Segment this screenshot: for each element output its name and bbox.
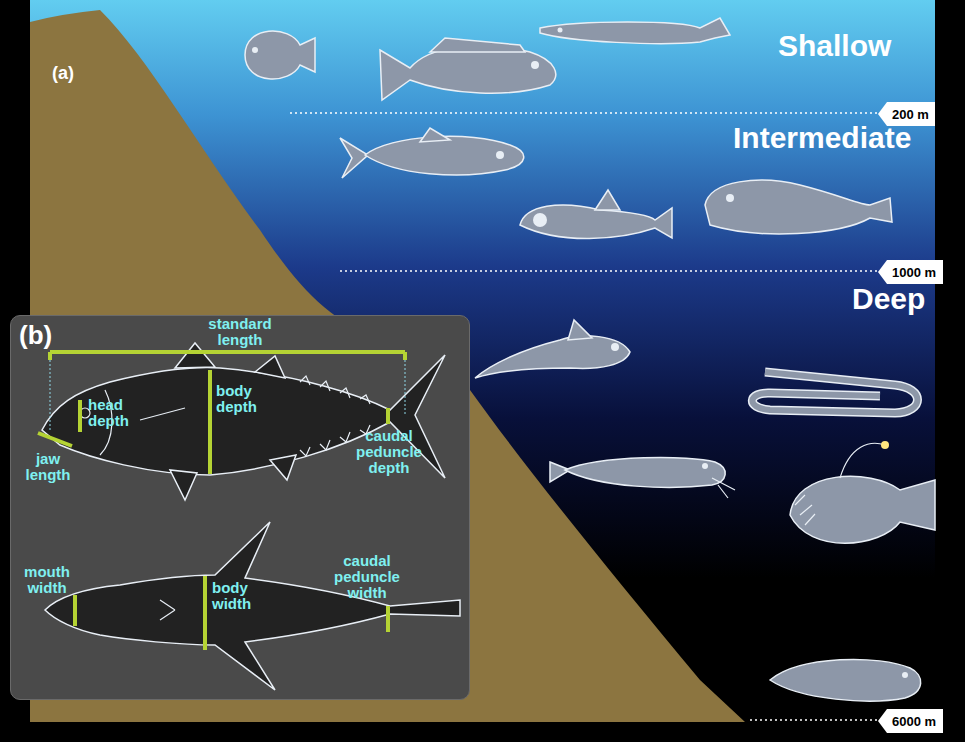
measure-label: caudal peduncle width	[328, 553, 406, 600]
zone-name: Shallow	[778, 30, 891, 62]
zone-name: Intermediate	[733, 122, 911, 154]
inset-panel: (b)	[10, 315, 470, 700]
depth-value: 200 m	[892, 107, 929, 122]
fish-details	[712, 443, 885, 525]
depth-tag: 1000 m	[878, 260, 943, 284]
measure-label: body width	[212, 580, 262, 612]
oarfish	[752, 372, 917, 413]
panel-letter: (a)	[52, 64, 74, 83]
depth-value: 1000 m	[892, 265, 936, 280]
zone-name: Deep	[852, 283, 925, 315]
measure-label: body depth	[216, 383, 266, 415]
measure-label: jaw length	[20, 451, 76, 483]
tuna-measurements	[10, 315, 470, 700]
measure-label: caudal peduncle depth	[350, 428, 428, 475]
measure-label: mouth width	[18, 564, 76, 596]
measure-label: standard length	[195, 316, 285, 348]
lure	[881, 441, 889, 449]
depth-tag: 6000 m	[878, 709, 943, 733]
measure-label: head depth	[88, 397, 138, 429]
depth-value: 6000 m	[892, 714, 936, 729]
